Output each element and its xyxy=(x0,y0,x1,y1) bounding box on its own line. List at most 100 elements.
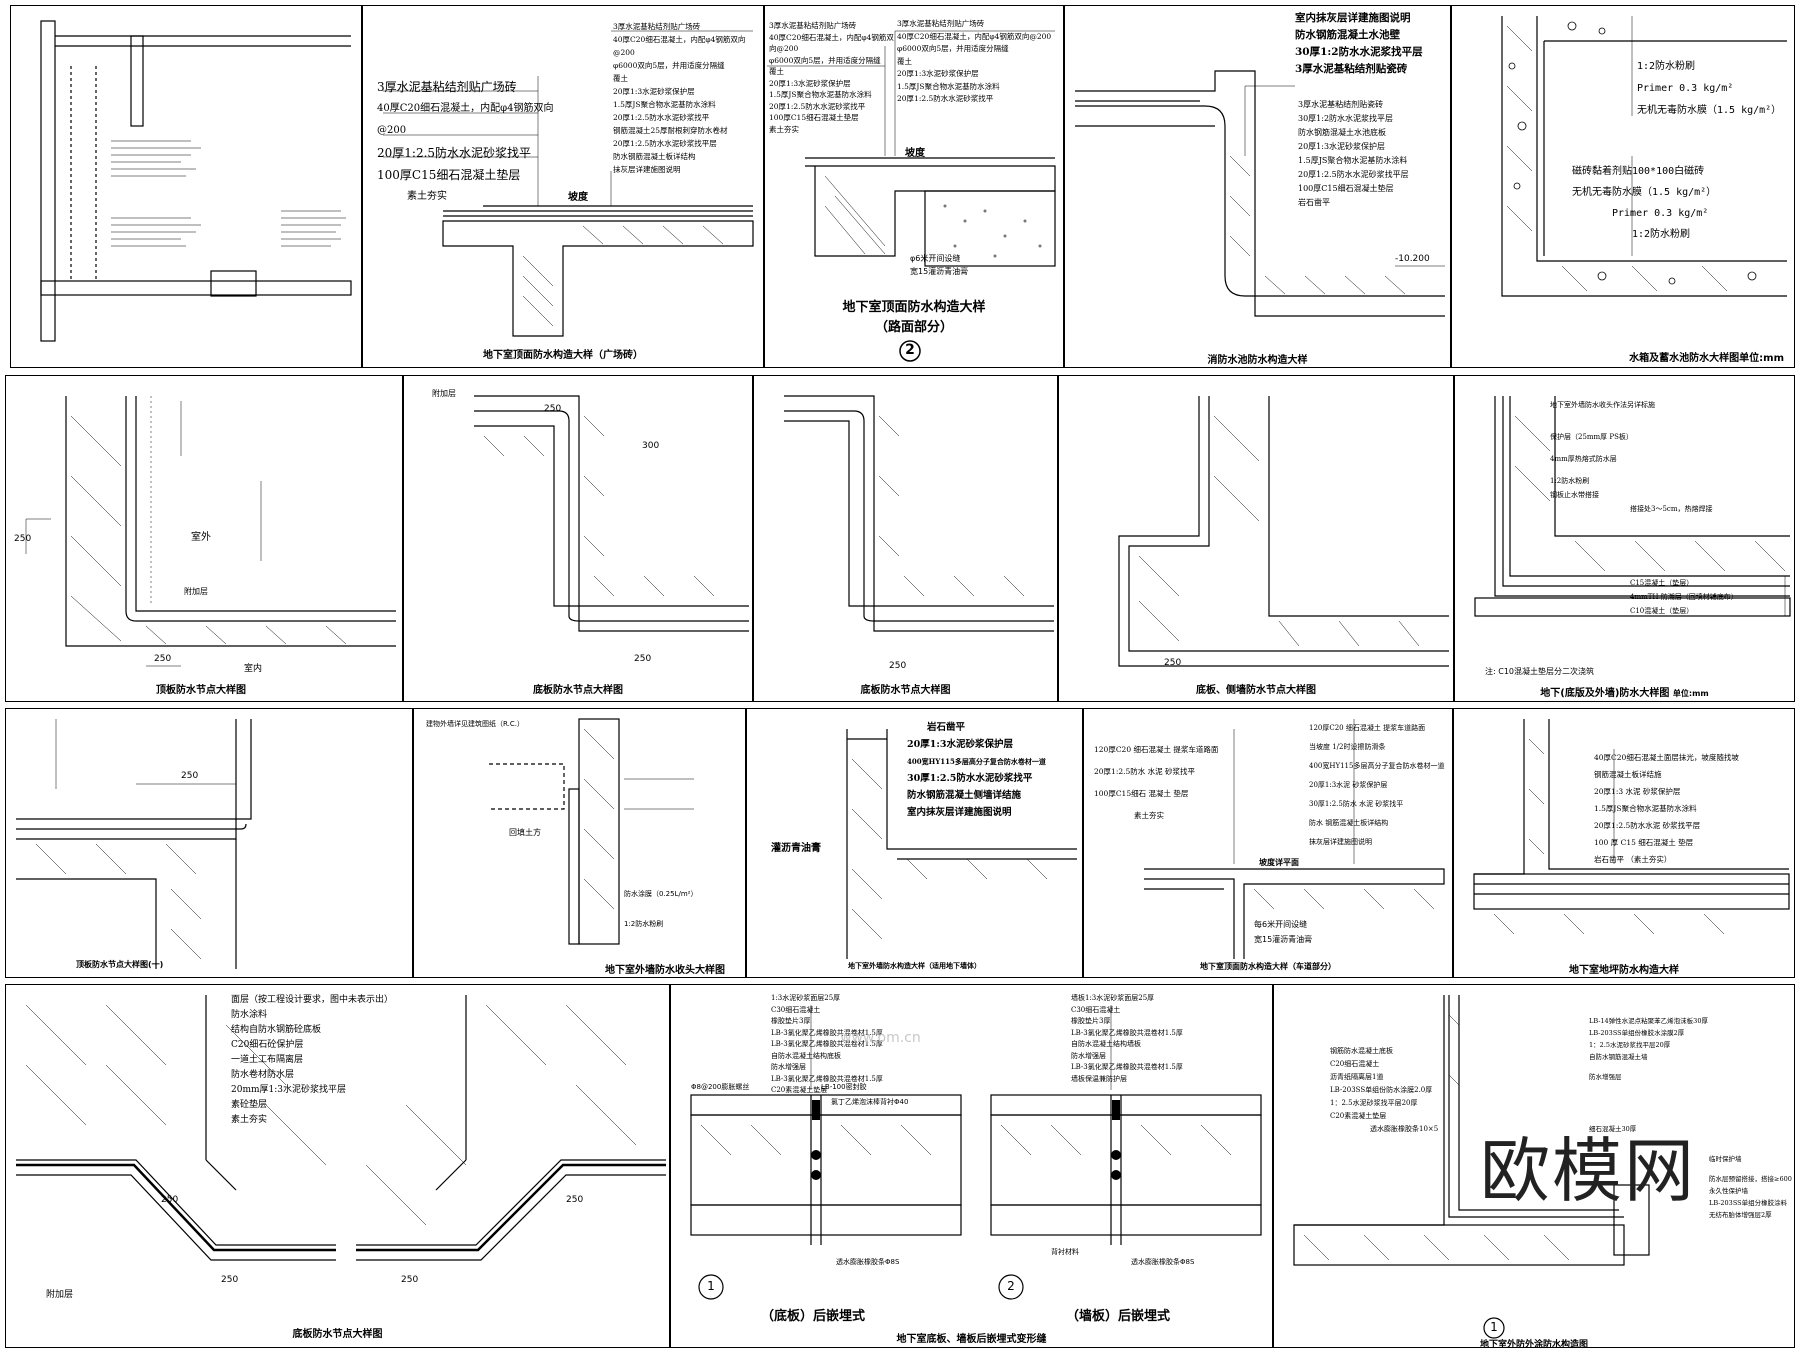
panel-12-drawing xyxy=(489,718,694,945)
p4-elevation: -10.200 xyxy=(1395,254,1430,264)
p2-rnote: 3厚水泥基粘结剂贴广场砖 xyxy=(613,22,701,31)
p18-note: 1：2.5水泥砂浆找平层20厚 xyxy=(1330,1099,1418,1107)
p17-sub-2: （墙板）后嵌埋式 xyxy=(1066,1309,1171,1324)
p10-caption: 地下(底版及外墙)防水大样图 单位:mm xyxy=(1455,684,1794,699)
p15-note: 40厚C20细石混凝土面层抹光，坡度随找坡 xyxy=(1594,753,1739,762)
p3-note-a: φ6米开间设缝 xyxy=(910,254,961,263)
p10-note: 地下室外墙防水收头作法另详标施 xyxy=(1550,401,1655,409)
p5-note: Primer 0.3 kg/m² xyxy=(1637,83,1734,94)
p17-circle-2 xyxy=(998,1274,1024,1300)
p14-rnote: 20厚1:3水泥 砂浆保护层 xyxy=(1309,781,1388,789)
p4-note: 100厚C15细石混凝土垫层 xyxy=(1298,184,1394,193)
p5-notes-top: 1:2防水粉刷 Primer 0.3 kg/m² 无机无毒防水膜（1.5 kg/… xyxy=(1637,56,1794,122)
p4-note: 3厚水泥基粘结剂贴瓷砖 xyxy=(1298,100,1384,109)
p18-rnote: 防水层预留搭接，搭接≥600 xyxy=(1709,1175,1792,1183)
p13-caption: 地下室外墙防水构造大样（适用地下墙体） xyxy=(848,962,981,970)
p2-rnote: 20厚1:2.5防水水泥砂浆找平 xyxy=(613,113,710,122)
p13-note: 防水钢筋混凝土侧墙详结施 xyxy=(907,790,1022,801)
p13-note: 岩石凿平 xyxy=(927,722,966,733)
p2-rnote: 40厚C20细石混凝土，内配φ4钢筋双向@200 xyxy=(613,35,746,57)
p17-note2: 橡胶垫片3厚 xyxy=(1071,1017,1111,1025)
p10-caption-text: 地下(底版及外墙)防水大样图 xyxy=(1540,688,1670,699)
p2-notes-left: 3厚水泥基粘结剂贴广场砖 40厚C20细石混凝土，内配φ4钢筋双向@200 20… xyxy=(377,76,577,208)
p16-note: 防水涂料 xyxy=(231,1010,268,1020)
p16-note: 防水卷材防水层 xyxy=(231,1070,295,1080)
p14-rnote: 400宽HY115多层高分子复合防水卷材一道 xyxy=(1309,762,1445,770)
p17-sub-1: （底板）后嵌埋式 xyxy=(761,1309,866,1324)
p4-tnote: 室内抹灰层详建施图说明 xyxy=(1295,12,1411,24)
p13-note: 室内抹灰层详建施图说明 xyxy=(907,807,1012,818)
p18-rnote: LB-14弹性水泥点粘聚苯乙烯泡沫板30厚 xyxy=(1589,1017,1708,1025)
p13-note: 400宽HY115多层高分子复合防水卷材一道 xyxy=(907,757,1046,766)
panel-5-drawing xyxy=(1501,16,1787,297)
p17-caption: 地下室底板、墙板后嵌埋式变形缝 xyxy=(896,1334,1047,1345)
p14-notes-left: 120厚C20 细石混凝土 提浆车道路面 20厚1:2.5防水 水泥 砂浆找平 … xyxy=(1094,739,1239,827)
p14-caption: 地下室顶面防水构造大样（车道部分） xyxy=(1200,962,1336,971)
p6-label-out: 室外 xyxy=(191,532,211,543)
panel-13-drawing xyxy=(846,729,1077,959)
p9-dim-1: 250 xyxy=(1164,658,1182,668)
p2-note: 素土夯实 xyxy=(407,191,447,202)
p3-rnote: 1.5厚JS聚合物水泥基防水涂料 xyxy=(897,81,1000,91)
p16-dim-4: 250 xyxy=(161,1195,179,1205)
p17-note: LB-3氯化聚乙烯橡胶共混卷材1.5厚 xyxy=(771,1074,883,1083)
p14-note-a: 每6米开间设缝 xyxy=(1254,920,1308,929)
p10-note: C15混凝土（垫层） xyxy=(1630,579,1694,587)
p15-caption: 地下室地坪防水构造大样 xyxy=(1569,965,1679,976)
p15-note: 20厚1:2.5防水水泥 砂浆找平层 xyxy=(1594,821,1701,830)
panel-1-drawing xyxy=(40,20,352,342)
p16-dim-3: 250 xyxy=(566,1195,584,1205)
panel-15-drawing xyxy=(1473,719,1790,935)
p10-note: 钢板止水带搭接 xyxy=(1550,491,1599,499)
p7-extra: 附加层 xyxy=(432,389,456,398)
p16-note: 一道土工布隔离层 xyxy=(231,1055,304,1065)
p2-note: 20厚1:2.5防水水泥砂浆找平 xyxy=(377,146,532,160)
p3-rnote: φ6000双向5层，并用适度分隔缝 xyxy=(897,44,1009,53)
panel-3-drawing xyxy=(767,30,1056,362)
panel-14: 120厚C20 细石混凝土 提浆车道路面 20厚1:2.5防水 水泥 砂浆找平 … xyxy=(1083,708,1453,978)
p14-rnote: 抹灰层详建施图说明 xyxy=(1309,838,1372,846)
p18-circle xyxy=(1483,1317,1505,1339)
p17-note2: 墙板1:3水泥砂浆面层25厚 xyxy=(1071,994,1155,1002)
p17-note: 橡胶垫片3厚 xyxy=(771,1017,811,1025)
p11-dim-1: 250 xyxy=(181,771,199,781)
p18-note: LB-203SS单组份防水涂膜2.0厚 xyxy=(1330,1086,1433,1094)
p16-extra: 附加层 xyxy=(46,1290,74,1300)
p3-note: 3厚水泥基粘结剂贴广场砖 xyxy=(769,21,857,30)
panel-10: 地下室外墙防水收头作法另详标施 保护层（25mm厚 PS板） 4mm厚热熔式防水… xyxy=(1454,375,1795,702)
panel-5: 1:2防水粉刷 Primer 0.3 kg/m² 无机无毒防水膜（1.5 kg/… xyxy=(1451,5,1795,368)
p17-notes-2: 墙板1:3水泥砂浆面层25厚 C30细石混凝土 橡胶垫片3厚 LB-3氯化聚乙烯… xyxy=(1071,993,1271,1085)
p3-note: 100厚C15细石混凝土垫层 xyxy=(769,113,859,122)
p3-rnote: 3厚水泥基粘结剂贴广场砖 xyxy=(897,19,985,28)
p3-rnote: 20厚1:2.5防水水泥砂浆找平 xyxy=(897,94,994,103)
p4-note: 防水钢筋混凝土水池底板 xyxy=(1298,128,1386,137)
p7-dim-3: 250 xyxy=(634,654,652,664)
p15-note: 钢筋混凝土板详结施 xyxy=(1594,770,1662,779)
p13-side: 灌沥青油膏 xyxy=(771,843,821,854)
panel-18-drawing xyxy=(1293,995,1650,1339)
p17-strip-2: 透水膨胀橡胶条Φ8S xyxy=(1131,1258,1195,1266)
p4-tnote: 防水钢筋混凝土水池壁 xyxy=(1295,29,1400,41)
p4-tnote: 30厚1:2防水水泥浆找平层 xyxy=(1295,46,1423,58)
p18-rnote: 细石混凝土30厚 xyxy=(1589,1125,1637,1133)
p14-rnote: 当坡度 1/2时设擦防滑条 xyxy=(1309,743,1386,751)
p17-note2: LB-3氯化聚乙烯橡胶共混卷材1.5厚 xyxy=(1071,1028,1183,1037)
p2-rnote: 覆土 xyxy=(613,74,628,83)
panel-9: 250 底板、侧墙防水节点大样图 xyxy=(1058,375,1454,702)
panel-8-drawing xyxy=(784,395,1054,632)
panel-18: 钢筋防水混凝土底板 C20细石混凝土 沥青纸隔离层1道 LB-203SS单组份防… xyxy=(1273,984,1795,1348)
p4-note: 20厚1:3水泥砂浆保护层 xyxy=(1298,142,1386,151)
p3-detail-circle xyxy=(899,340,921,362)
p5-note: 1:2防水粉刷 xyxy=(1637,61,1696,72)
p12-note-3: 1:2防水粉刷 xyxy=(624,920,664,928)
p6-label-in: 室内 xyxy=(244,664,263,674)
p8-caption: 底板防水节点大样图 xyxy=(860,685,951,696)
p16-caption: 底板防水节点大样图 xyxy=(292,1329,383,1340)
p17-circle-1 xyxy=(698,1274,724,1300)
p4-note: 30厚1:2防水水泥浆找平层 xyxy=(1298,114,1394,123)
p17-note2: 自防水混凝土结构墙板 xyxy=(1071,1040,1141,1048)
p3-note: 20厚1:3水泥砂浆保护层 xyxy=(769,78,851,88)
p15-note: 岩石凿平 （素土夯实） xyxy=(1594,855,1672,864)
panel-11-drawing xyxy=(16,719,252,969)
panel-9-drawing xyxy=(1118,396,1449,667)
